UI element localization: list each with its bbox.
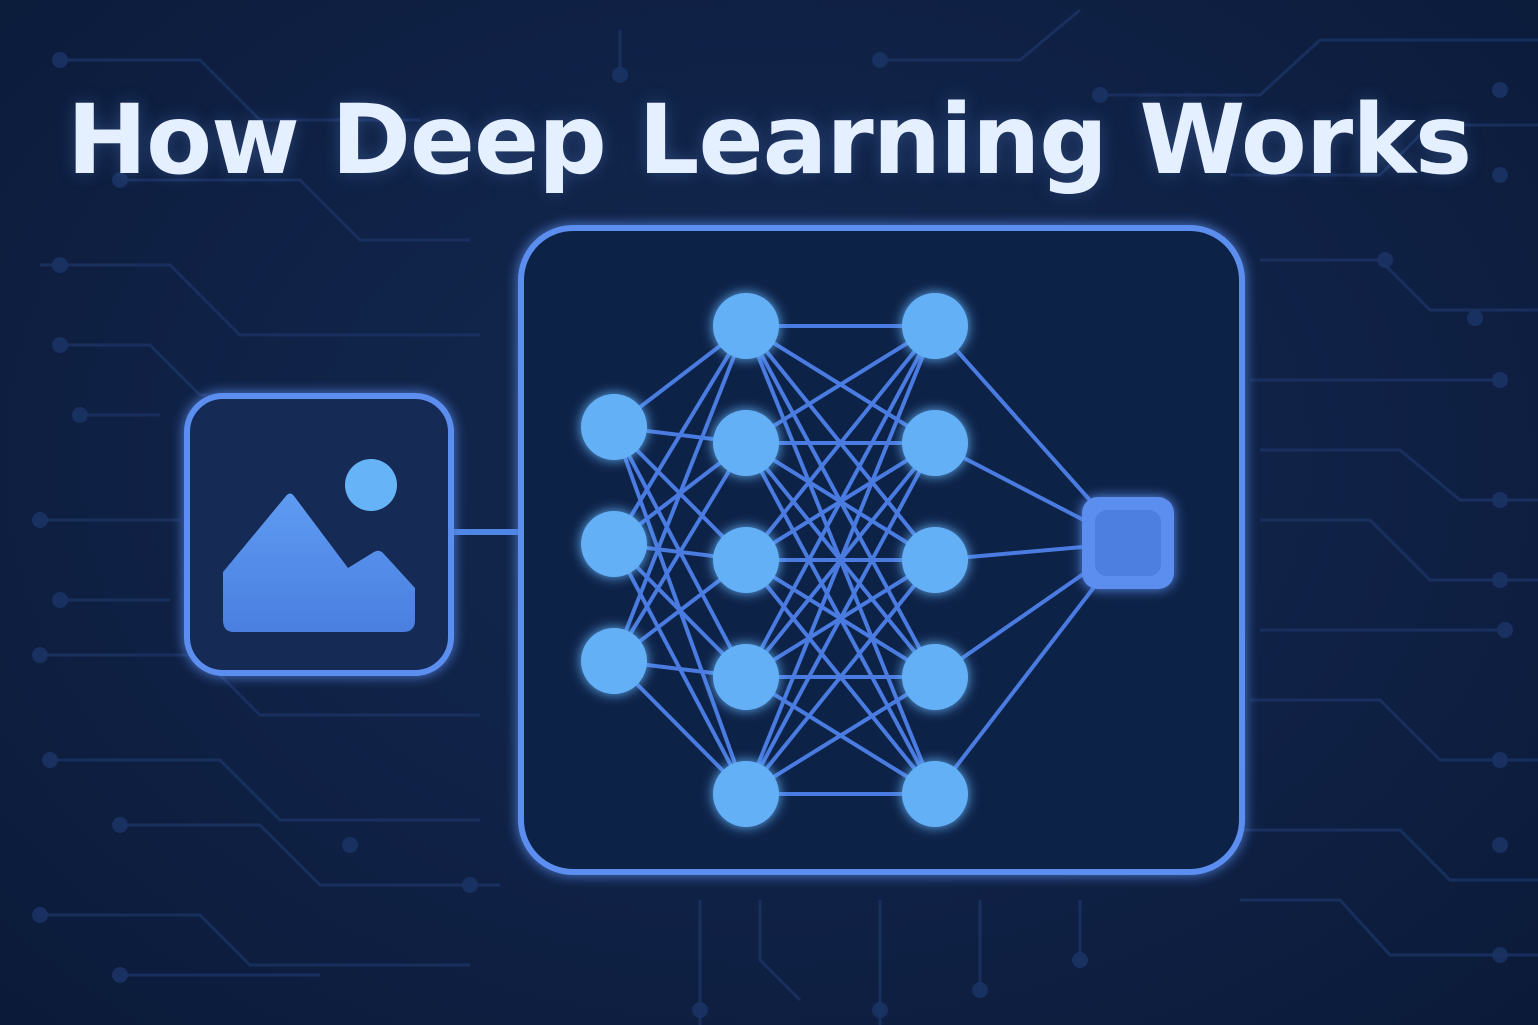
connection-line (744, 558, 937, 796)
neuron-node-layer-3 (902, 644, 968, 710)
image-icon (223, 459, 415, 632)
neuron-node-layer-1 (581, 511, 647, 577)
neuron-node-layer-3 (902, 410, 968, 476)
connection-line (744, 325, 937, 795)
neuron-node-layer-2 (713, 761, 779, 827)
connection-line (744, 675, 937, 796)
connection-line (612, 325, 748, 662)
neuron-node-layer-3 (902, 293, 968, 359)
neuron-node-layer-2 (713, 293, 779, 359)
input-image-box (184, 393, 454, 676)
connection-line (612, 324, 748, 546)
neuron-node-layer-3 (902, 527, 968, 593)
neuron-node-layer-2 (713, 527, 779, 593)
connection-line (744, 324, 937, 445)
neuron-node-layer-3 (902, 761, 968, 827)
output-square-icon (1082, 497, 1174, 589)
neuron-node-layer-1 (581, 394, 647, 460)
connection-line (612, 441, 748, 663)
connection-line (744, 324, 937, 562)
neuron-node-layer-2 (713, 410, 779, 476)
network-nodes (581, 293, 968, 827)
page-title: How Deep Learning Works (66, 84, 1472, 196)
connection-line (744, 442, 937, 795)
neuron-node-layer-2 (713, 644, 779, 710)
neuron-node-layer-1 (581, 628, 647, 694)
connection-line (744, 325, 937, 678)
